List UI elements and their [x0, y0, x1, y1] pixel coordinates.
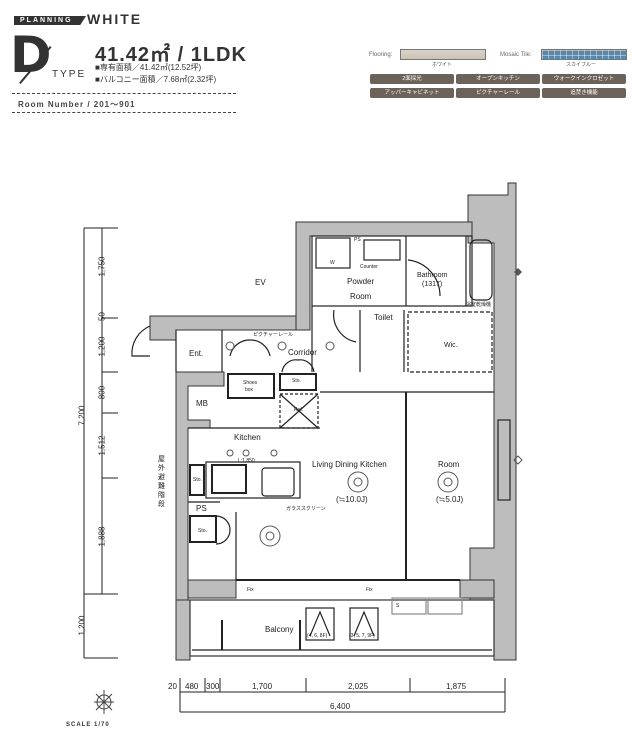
type-word: TYPE: [52, 69, 87, 80]
feature-badge: アッパーキャビネット: [370, 88, 454, 98]
dim-v: 1,200: [97, 336, 107, 357]
room-corridor: Corridor: [288, 348, 317, 357]
diamond-marker: [513, 455, 523, 465]
divider: [12, 112, 236, 113]
sto-kitchen: Sto.: [193, 477, 202, 483]
dim-h: 1,700: [252, 682, 273, 691]
shoes-box-1: Shoes: [243, 380, 258, 386]
ref-label: Ref.: [294, 407, 304, 413]
partition-note-2: (3, 5, 7, 9F): [349, 633, 375, 639]
exterior-wall: [459, 579, 495, 599]
bath-note: 浴室乾燥機: [466, 302, 492, 308]
ldk-size: (≒10.0J): [336, 495, 368, 504]
dim-h: 300: [206, 682, 220, 691]
mosaic-label: Mosaic Tile:: [500, 52, 532, 58]
dim-h: 1,875: [446, 682, 467, 691]
fix-2: Fix: [366, 587, 373, 593]
flooring-swatch: [400, 49, 486, 60]
sto-lower: Sto.: [198, 528, 207, 534]
dim-h-total: 6,400: [330, 702, 351, 711]
shoes-box-2: box: [245, 387, 254, 393]
flooring-name: ホワイト: [432, 62, 453, 68]
feature-badge: 2面採光: [370, 74, 454, 84]
s-box: S: [396, 603, 400, 609]
sto-corridor: Sto.: [292, 378, 301, 384]
mosaic-name: スカイブルー: [566, 62, 597, 68]
room-size: (≒5.0J): [436, 495, 464, 504]
scale-label: SCALE 1/70: [66, 722, 110, 728]
dim-h: 2,025: [348, 682, 369, 691]
dim-v: 1,888: [97, 526, 107, 547]
room-wic: Wic.: [444, 342, 458, 349]
partition-note-1: (4, 6, 8F): [307, 633, 328, 639]
compass-icon: [94, 690, 114, 714]
dim-v-total: 7,200: [77, 405, 87, 426]
room-toilet: Toilet: [374, 313, 393, 322]
room-kitchen: Kitchen: [234, 433, 261, 442]
area-title: 41.42㎡ / 1LDK: [95, 44, 247, 66]
outdoor-stairs: 屋外避難階段: [158, 456, 165, 508]
room-balcony: Balcony: [265, 625, 294, 634]
exterior-wall: [175, 599, 191, 661]
bathroom-size: (1317): [422, 281, 443, 288]
color-name: WHITE: [87, 11, 143, 27]
room-bedroom: Room: [438, 460, 460, 469]
wet-area-outline: [311, 235, 473, 307]
room-bathroom: Bathroom: [417, 272, 448, 279]
fix-1: Fix: [247, 587, 254, 593]
divider: [12, 93, 236, 94]
dim-v: 1,750: [97, 256, 107, 277]
kitchen-length: L:1,850: [238, 458, 255, 464]
dim-h: 480: [185, 682, 199, 691]
picture-rail: ピクチャーレール: [253, 332, 293, 338]
feature-badge: ピクチャーレール: [456, 88, 540, 98]
room-ldk: Living Dining Kitchen: [312, 460, 387, 469]
planning-tag: PLANNING: [14, 16, 86, 25]
mosaic-swatch: [541, 49, 627, 60]
ps-kitchen: PS: [196, 504, 207, 513]
feature-badge: ウォークインクロゼット: [542, 74, 626, 84]
ps-label: PS: [354, 237, 361, 243]
room-entrance: Ent.: [189, 349, 204, 358]
flooring-label: Flooring:: [369, 52, 393, 58]
dim-v: 1,512: [97, 435, 107, 456]
room-number: Room Number / 201～901: [18, 100, 136, 109]
dim-h: 20: [168, 682, 177, 691]
feature-badge: 追焚き機能: [542, 88, 626, 98]
dim-v: 800: [97, 385, 107, 400]
glass-screen: ガラススクリーン: [286, 506, 326, 512]
exclusive-area: ■専有面積／41.42㎡(12.52坪): [95, 63, 202, 72]
counter-label: Counter: [360, 264, 378, 270]
exterior-wall: [187, 579, 237, 599]
room-powder-1: Powder: [347, 277, 375, 286]
diamond-marker: [514, 268, 522, 276]
feature-badge: オープンキッチン: [456, 74, 540, 84]
balcony-area: ■バルコニー面積／7.68㎡(2.32坪): [95, 75, 217, 84]
room-mb: MB: [196, 399, 208, 408]
room-powder-2: Room: [350, 292, 372, 301]
w-label: W: [330, 260, 335, 266]
room-ev: EV: [255, 278, 266, 287]
dim-v-balcony: 1,200: [77, 615, 87, 636]
